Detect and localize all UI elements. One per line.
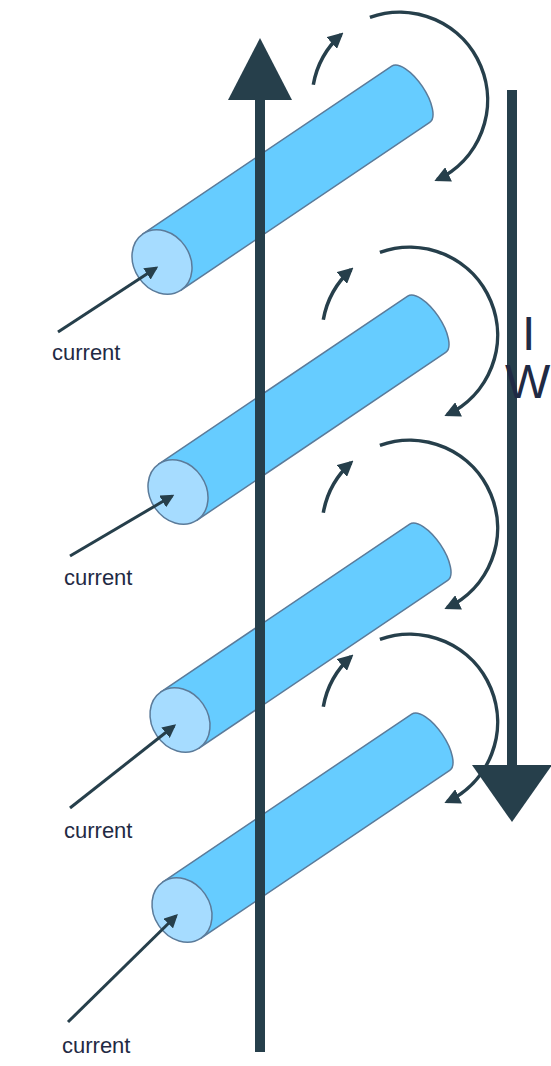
current-label: current (52, 340, 120, 365)
field-arrow (313, 35, 341, 85)
field-arrow (380, 440, 498, 608)
current-arrow (70, 726, 174, 808)
field-arrow (323, 657, 351, 707)
current-label: current (64, 565, 132, 590)
wire-end (138, 676, 222, 764)
cut-off-text: I (522, 306, 535, 361)
arrow-head (228, 38, 292, 100)
current-label: current (62, 1033, 130, 1058)
field-axis-down (507, 90, 517, 770)
current-label: current (64, 818, 132, 843)
field-arrow (380, 247, 498, 415)
wire-end (120, 218, 204, 306)
wire-end (136, 448, 220, 536)
field-arrow (323, 463, 351, 513)
field-arrow (370, 12, 488, 180)
field-arrow (323, 270, 351, 320)
field-arrow (380, 634, 498, 802)
cut-off-text: W (505, 354, 550, 409)
wire-cylinder (136, 288, 458, 536)
field-axis-up (255, 96, 265, 1052)
arrow-head (472, 765, 551, 822)
current-arrow (70, 496, 172, 556)
current-arrow (58, 268, 156, 332)
wire-cylinder (140, 706, 462, 954)
current-arrow (68, 916, 176, 1022)
